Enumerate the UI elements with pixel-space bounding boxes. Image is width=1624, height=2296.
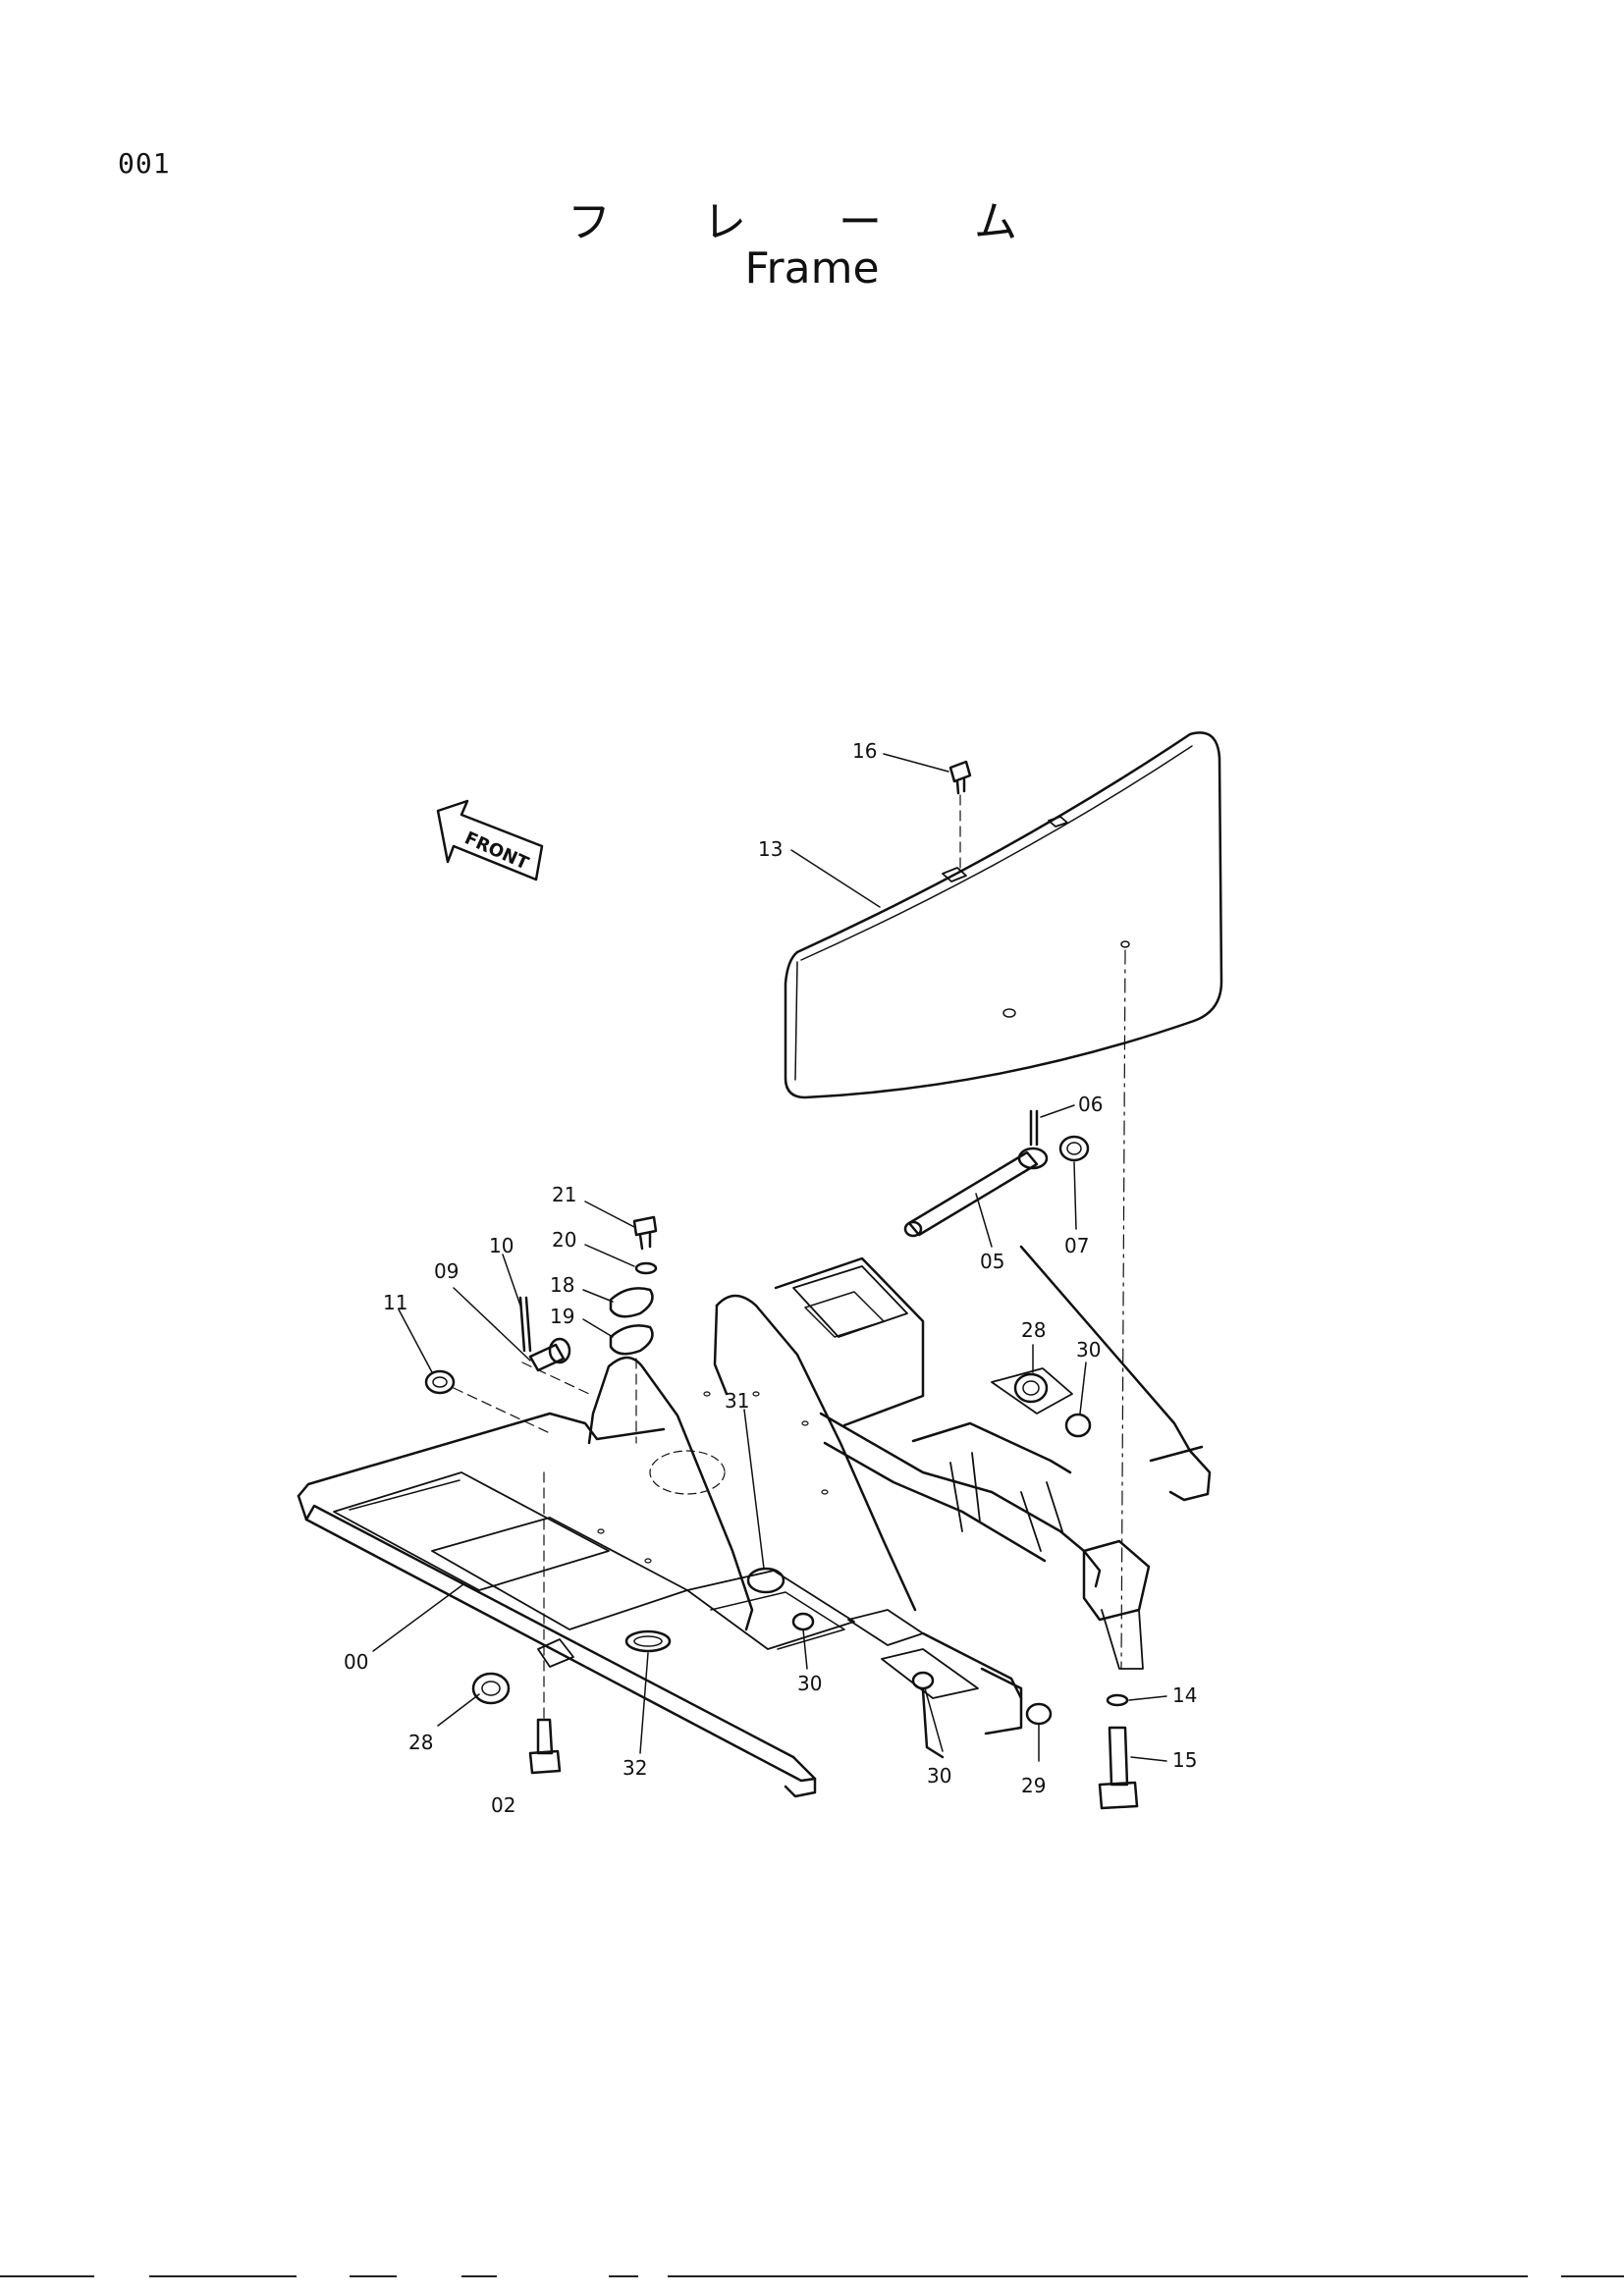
callout-20: 20 [552,1228,576,1252]
front-arrow-icon: FRONT [436,799,544,881]
callout-13: 13 [758,837,783,861]
title-english: Frame [744,243,880,294]
callout-19: 19 [550,1305,574,1328]
callout-02: 02 [491,1793,515,1817]
callout-11: 11 [383,1291,407,1314]
callout-30-top: 30 [1076,1338,1101,1362]
footer-rule [0,2275,94,2277]
callout-28-bottom: 28 [408,1731,433,1754]
bolt-02 [528,1718,562,1775]
callout-32: 32 [623,1756,647,1780]
callout-06: 06 [1078,1093,1103,1116]
bolt-stack [609,1215,658,1444]
footer-rule [668,2275,1528,2277]
bushings [471,1372,1092,1726]
title-japanese: フ レ ー ム [568,197,1056,247]
pin-05 [903,1109,1090,1238]
callout-18: 18 [550,1273,574,1297]
callout-07: 07 [1064,1234,1089,1257]
footer-rule [149,2275,297,2277]
callout-31: 31 [725,1389,749,1413]
callouts: 16 13 06 07 05 21 20 10 18 09 19 11 28 3… [344,739,1197,1817]
callout-15: 15 [1172,1748,1197,1772]
callout-28-top: 28 [1021,1318,1046,1342]
counterweight [784,731,1223,1099]
front-label: FRONT [461,828,532,874]
bolt-15 [1098,1693,1139,1810]
callout-30-bottom: 30 [927,1764,951,1788]
page-number: 001 [118,147,171,180]
footer-rule [350,2275,397,2277]
footer-rule [609,2275,638,2277]
callout-10: 10 [489,1234,514,1257]
callout-00: 00 [344,1650,368,1674]
callout-30-mid: 30 [797,1672,822,1695]
leader-lines [372,753,1167,1762]
callout-21: 21 [552,1183,576,1206]
footer-rule [1561,2275,1624,2277]
callout-29: 29 [1021,1774,1046,1797]
callout-14: 14 [1172,1683,1197,1707]
callout-16: 16 [852,739,877,763]
bolt-16 [948,760,972,873]
pin-09 [424,1296,590,1434]
footer-rule [461,2275,497,2277]
main-frame [297,1245,1212,1798]
callout-09: 09 [434,1259,459,1283]
callout-05: 05 [980,1250,1004,1273]
